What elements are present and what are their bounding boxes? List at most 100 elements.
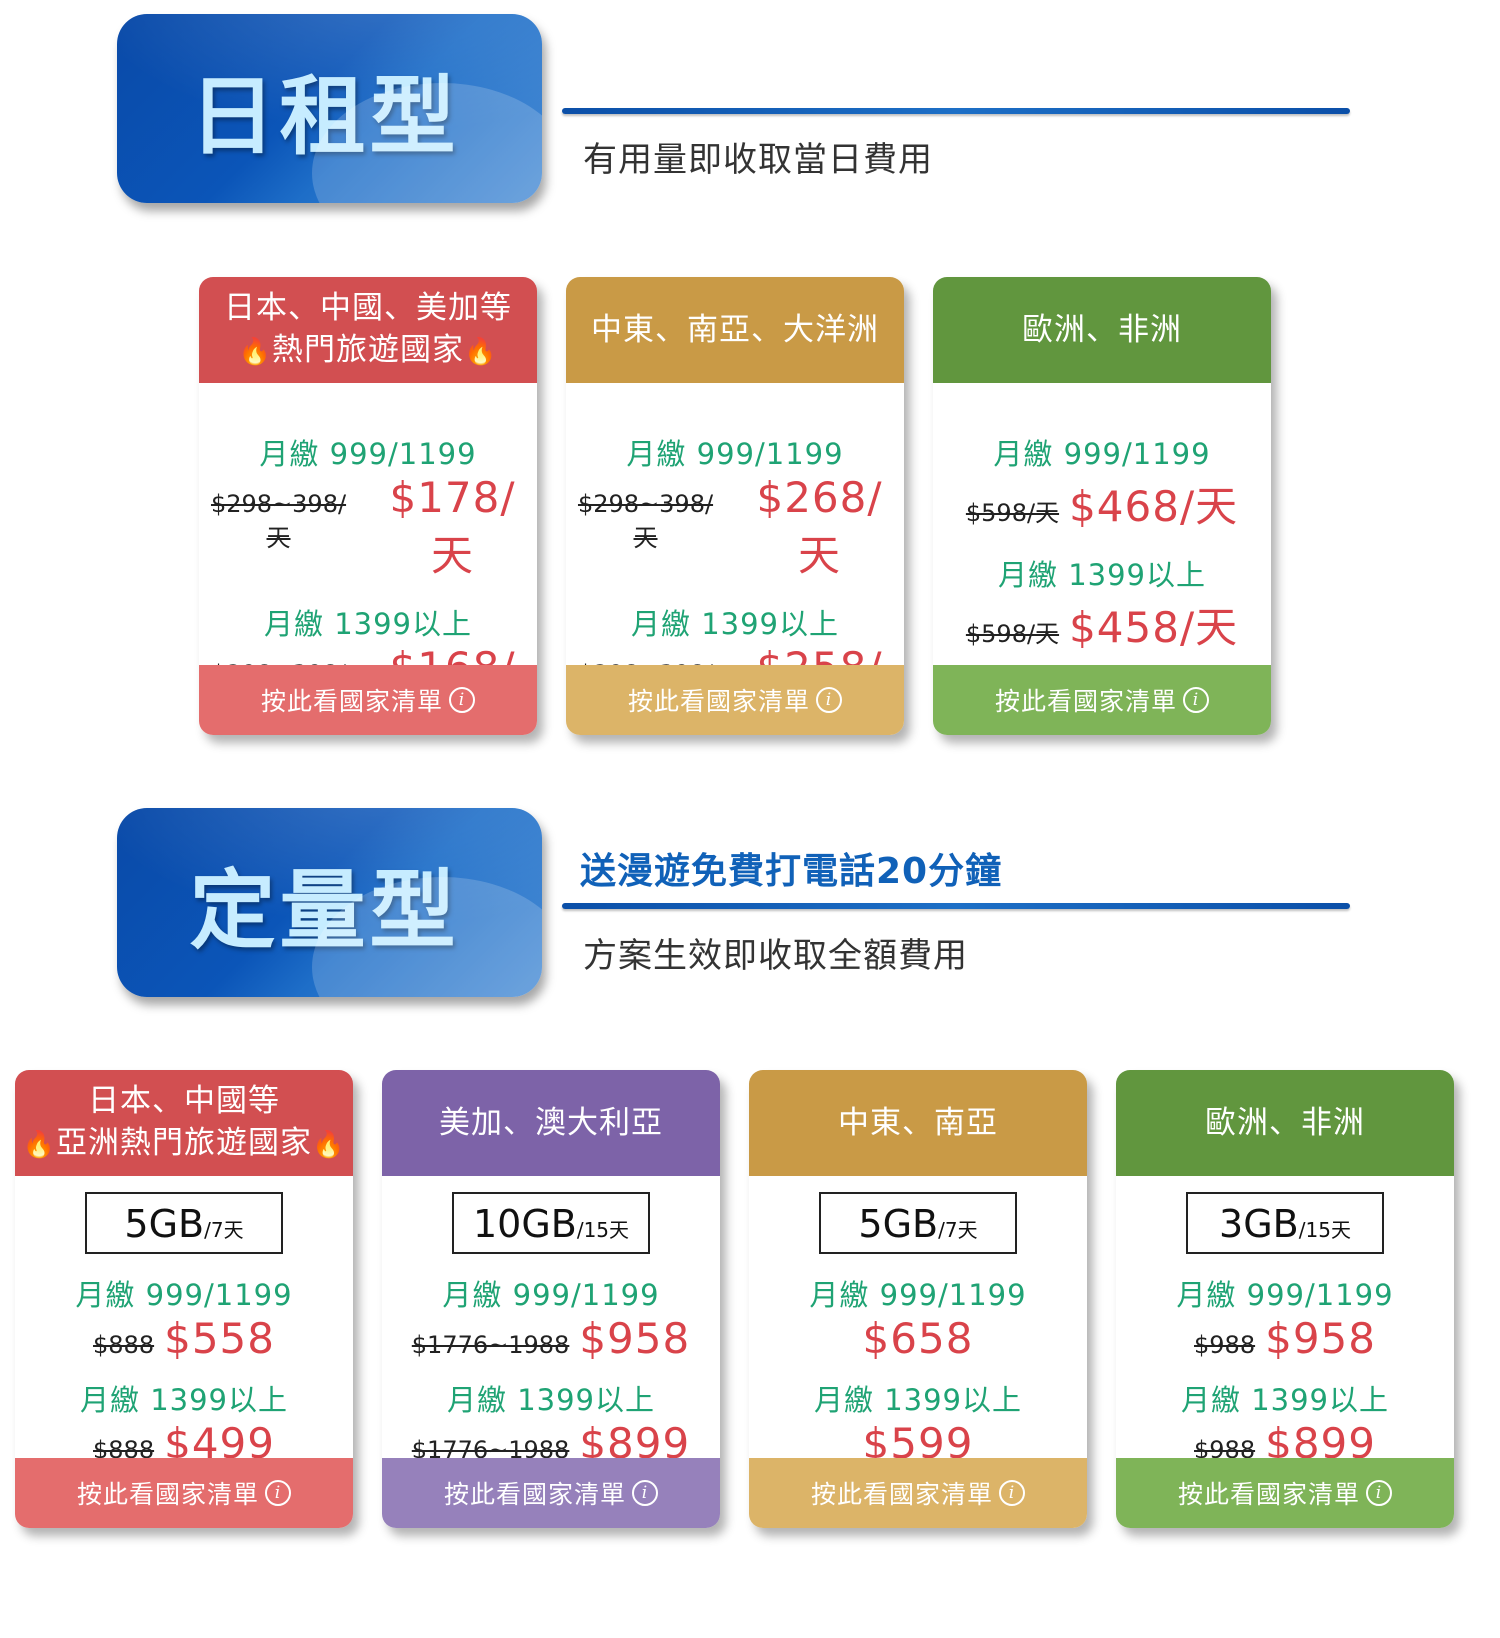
discount-price: $558 xyxy=(164,1314,275,1363)
discount-price: $658 xyxy=(862,1314,974,1363)
tier-1-price: $1776~1988$958 xyxy=(382,1314,720,1363)
card-region-line: 歐洲、非洲 xyxy=(1205,1105,1365,1141)
card-region-line: 中東、南亞 xyxy=(838,1105,998,1141)
data-allowance-box: 5GB/7天 xyxy=(85,1192,283,1254)
fire-icon: 🔥 xyxy=(312,1130,346,1160)
card-header: 日本、中國等🔥亞洲熱門旅遊國家🔥 xyxy=(15,1070,353,1176)
card-region-line: 歐洲、非洲 xyxy=(1022,312,1182,348)
card-region-line-2: 🔥亞洲熱門旅遊國家🔥 xyxy=(23,1122,346,1166)
tier-1-price: $888 $558 xyxy=(15,1314,353,1363)
country-list-label: 按此看國家清單 xyxy=(994,687,1177,716)
data-allowance-box: 3GB/15天 xyxy=(1186,1192,1384,1254)
country-list-label: 按此看國家清單 xyxy=(260,687,443,716)
daily-plan-card: 歐洲、非洲月繳 999/1199$598/天$468/天月繳 1399以上$59… xyxy=(933,277,1271,735)
daily-subtitle: 有用量即收取當日費用 xyxy=(583,140,933,180)
card-header: 中東、南亞 xyxy=(749,1070,1087,1176)
discount-price: $958 xyxy=(579,1314,691,1363)
tier-1-price: $598/天 $468/天 xyxy=(933,473,1271,534)
card-region-line-2: 🔥熱門旅遊國家🔥 xyxy=(239,329,498,373)
card-header: 中東、南亞、大洋洲 xyxy=(566,277,904,383)
fixed-plan-title: 定量型 xyxy=(189,861,460,961)
original-price: $298~398/天 xyxy=(577,490,714,552)
tier-1-label: 月繳 999/1199 xyxy=(259,437,477,471)
data-duration: /7天 xyxy=(204,1218,244,1242)
fixed-subtitle: 方案生效即收取全額費用 xyxy=(583,936,968,976)
country-list-label: 按此看國家清單 xyxy=(810,1480,993,1509)
tier-1-price: $298~398/天 $268/天 xyxy=(566,473,904,583)
tier-1-label: 月繳 999/1199 xyxy=(442,1278,660,1312)
data-amount: 5GB xyxy=(124,1202,205,1246)
discount-price: $458/天 xyxy=(1069,603,1239,652)
discount-price: $178/天 xyxy=(389,473,516,580)
fixed-plan-badge: 定量型 xyxy=(117,808,542,997)
original-price: $888 xyxy=(93,1331,155,1359)
discount-price: $958 xyxy=(1265,1314,1376,1363)
fire-icon: 🔥 xyxy=(238,337,272,367)
card-header: 歐洲、非洲 xyxy=(1116,1070,1454,1176)
card-region-line: 美加、澳大利亞 xyxy=(439,1105,663,1141)
fixed-plan-card: 歐洲、非洲 3GB/15天月繳 999/1199$988$958 月繳 1399以上… xyxy=(1116,1070,1454,1528)
info-icon: i xyxy=(449,687,475,713)
tier-2-label: 月繳 1399以上 xyxy=(630,607,840,641)
data-allowance-box: 5GB/7天 xyxy=(819,1192,1017,1254)
original-price: $598/天 xyxy=(965,499,1060,527)
data-amount: 10GB xyxy=(472,1202,577,1246)
country-list-label: 按此看國家清單 xyxy=(1177,1480,1360,1509)
info-icon: i xyxy=(999,1480,1025,1506)
tier-2-label: 月繳 1399以上 xyxy=(1180,1383,1390,1417)
data-duration: /15天 xyxy=(1298,1218,1351,1242)
tier-2-label: 月繳 1399以上 xyxy=(79,1383,289,1417)
fire-icon: 🔥 xyxy=(22,1130,56,1160)
tier-2-price: $598/天 $458/天 xyxy=(933,594,1271,655)
fire-icon: 🔥 xyxy=(464,337,498,367)
card-region-sub: 熱門旅遊國家 xyxy=(272,332,464,368)
discount-price: $268/天 xyxy=(756,473,883,580)
tier-2-label: 月繳 1399以上 xyxy=(813,1383,1023,1417)
tier-1-label: 月繳 999/1199 xyxy=(1176,1278,1394,1312)
daily-plan-card: 日本、中國、美加等🔥熱門旅遊國家🔥月繳 999/1199$298~398/天$1… xyxy=(199,277,537,735)
data-amount: 3GB xyxy=(1219,1202,1299,1246)
info-icon: i xyxy=(632,1480,658,1506)
daily-plan-card: 中東、南亞、大洋洲月繳 999/1199$298~398/天$268/天月繳 1… xyxy=(566,277,904,735)
fixed-plan-card: 美加、澳大利亞 10GB/15天月繳 999/1199$1776~1988$958… xyxy=(382,1070,720,1528)
info-icon: i xyxy=(1366,1480,1392,1506)
info-icon: i xyxy=(1183,687,1209,713)
data-amount: 5GB xyxy=(858,1202,939,1246)
tier-1-price: $298~398/天 $178/天 xyxy=(199,473,537,583)
card-header: 日本、中國、美加等🔥熱門旅遊國家🔥 xyxy=(199,277,537,383)
tier-1-label: 月繳 999/1199 xyxy=(809,1278,1027,1312)
tier-1-label: 月繳 999/1199 xyxy=(75,1278,293,1312)
card-region-line: 中東、南亞、大洋洲 xyxy=(591,312,879,348)
daily-divider xyxy=(562,108,1350,114)
tier-1-price: $988$958 xyxy=(1116,1314,1454,1363)
country-list-label: 按此看國家清單 xyxy=(76,1480,259,1509)
original-price: $298~398/天 xyxy=(210,490,347,552)
fixed-plan-card: 日本、中國等🔥亞洲熱門旅遊國家🔥 5GB/7天月繳 999/1199 $888 $55… xyxy=(15,1070,353,1528)
card-header: 美加、澳大利亞 xyxy=(382,1070,720,1176)
original-price: $598/天 xyxy=(965,620,1060,648)
country-list-label: 按此看國家清單 xyxy=(443,1480,626,1509)
discount-price: $468/天 xyxy=(1069,482,1239,531)
card-region-line: 日本、中國、美加等 xyxy=(224,290,512,326)
tier-1-label: 月繳 999/1199 xyxy=(993,437,1211,471)
card-header: 歐洲、非洲 xyxy=(933,277,1271,383)
tier-1-price: $658 xyxy=(749,1314,1087,1363)
data-duration: /15天 xyxy=(576,1218,630,1242)
tier-2-label: 月繳 1399以上 xyxy=(263,607,473,641)
info-icon: i xyxy=(265,1480,291,1506)
data-allowance-box: 10GB/15天 xyxy=(452,1192,650,1254)
daily-plan-badge: 日租型 xyxy=(117,14,542,203)
card-region-line: 日本、中國等 xyxy=(88,1083,280,1119)
